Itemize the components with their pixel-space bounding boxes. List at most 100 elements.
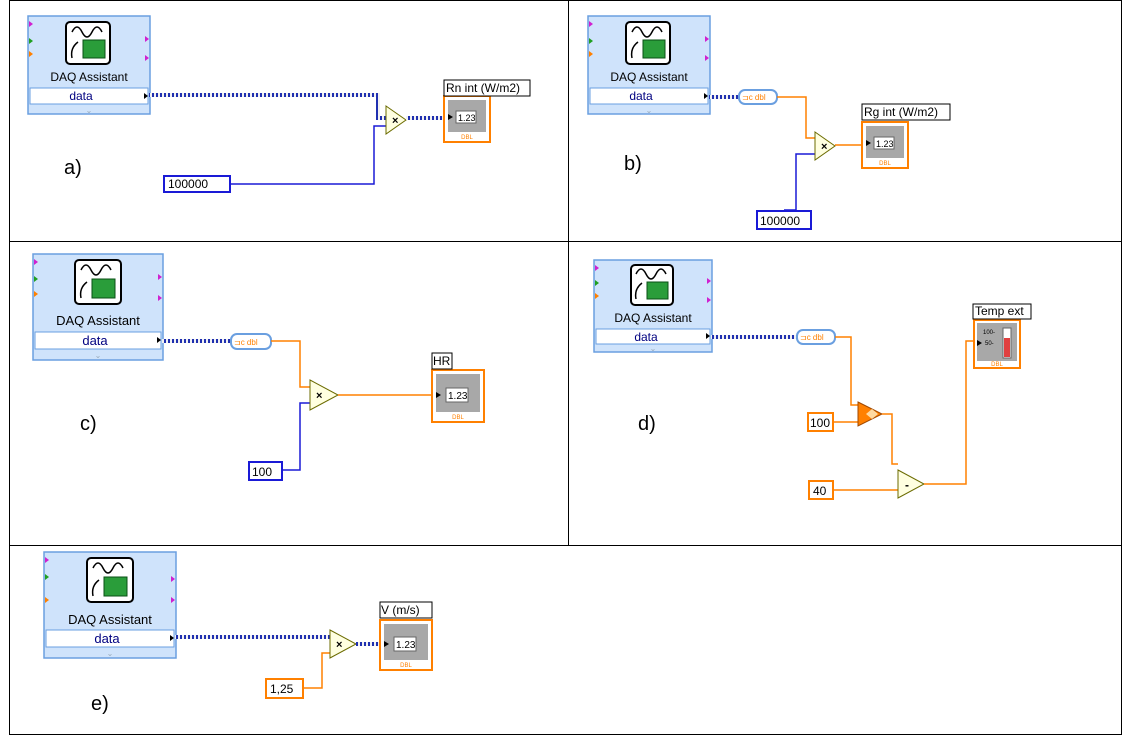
terminal-arrow-green [34, 276, 38, 282]
constant-box[interactable] [808, 480, 834, 500]
svg-text:1.23: 1.23 [396, 640, 416, 651]
indicator-label: V (m/s) [381, 603, 420, 617]
svg-text:1.23: 1.23 [458, 113, 476, 123]
panel-label: d) [638, 413, 656, 435]
svg-text:DBL: DBL [461, 135, 473, 141]
daq-assistant-icon [86, 557, 134, 603]
numeric-indicator[interactable]: 1.23 DBL [379, 619, 433, 671]
constant-box[interactable] [807, 412, 834, 432]
output-wire [924, 340, 976, 485]
svg-text:×: × [316, 390, 322, 402]
daq-assistant-block[interactable]: DAQ Assistant data ⌄ [587, 15, 711, 115]
indicator-label-box [431, 352, 453, 370]
daq-title: DAQ Assistant [614, 311, 692, 325]
terminal-arrow-orange [34, 291, 38, 297]
svg-text:×: × [336, 639, 342, 651]
daq-assistant-icon [74, 259, 122, 305]
constant-box[interactable] [163, 175, 231, 193]
daq-data-output[interactable] [45, 629, 175, 648]
multiply-node[interactable]: × [814, 131, 836, 161]
daq-data-label: data [629, 89, 653, 103]
daq-assistant-icon [625, 21, 671, 65]
indicator-label: Rn int (W/m2) [446, 81, 520, 95]
to-dbl-converter[interactable]: ⊐c dbl [230, 333, 272, 350]
expand-chevron-icon: ⌄ [107, 649, 114, 658]
constant-value: 100000 [168, 177, 208, 191]
terminal-arrow-pink [705, 55, 709, 61]
constant-wire [784, 153, 815, 211]
intermediate-wire [882, 413, 898, 465]
terminal-arrow-green [29, 38, 33, 44]
constant-value: 100000 [760, 214, 800, 228]
terminal-arrow-pink [595, 265, 599, 271]
svg-text:DBL: DBL [400, 663, 412, 669]
svg-text:DBL: DBL [991, 362, 1003, 368]
daq-assistant-block[interactable]: DAQ Assistant data ⌄ [43, 551, 177, 659]
constant-box[interactable] [248, 461, 283, 481]
thermo-tick: 100- [983, 330, 995, 336]
constant-value: 40 [813, 484, 827, 498]
subtract-node[interactable]: - [897, 469, 926, 499]
daq-assistant-block[interactable]: DAQ Assistant data ⌄ [593, 259, 713, 353]
daq-title: DAQ Assistant [68, 612, 152, 627]
daq-data-label: data [634, 330, 658, 344]
to-dbl-converter[interactable]: ⊐c dbl [738, 89, 778, 105]
svg-text:×: × [392, 115, 398, 127]
daq-title: DAQ Assistant [610, 70, 688, 84]
multiply-node[interactable]: × [329, 629, 358, 659]
numeric-indicator[interactable]: 1.23 DBL [861, 121, 909, 169]
daq-data-output[interactable] [34, 331, 162, 350]
indicator-label: HR [433, 354, 451, 368]
daq-assistant-block[interactable]: DAQ Assistant data ⌄ [32, 253, 164, 361]
terminal-arrow-pink [145, 55, 149, 61]
panel-e: DAQ Assistant data ⌄ × 1,25 1.23 DBL V (… [43, 551, 433, 715]
indicator-label-box [379, 601, 433, 619]
terminal-arrow-orange [45, 597, 49, 603]
terminal-arrow-pink [34, 259, 38, 265]
multiply-node[interactable]: × [385, 105, 407, 135]
terminal-arrow-pink [29, 21, 33, 27]
panel-label: b) [624, 153, 642, 175]
svg-text:×: × [821, 141, 827, 153]
dynamic-data-wire [149, 93, 386, 120]
terminal-arrow-pink [158, 274, 162, 280]
numeric-indicator[interactable]: 1.23 DBL [443, 95, 491, 143]
daq-assistant-block[interactable]: DAQ Assistant data ⌄ [27, 15, 151, 115]
daq-data-output[interactable] [595, 328, 711, 345]
daq-data-label: data [82, 333, 108, 348]
terminal-arrow-pink [158, 295, 162, 301]
constant-value: 1,25 [270, 682, 294, 696]
panel-a: DAQ Assistant data ⌄ × 100000 1.23 DBL R… [27, 15, 531, 193]
daq-title: DAQ Assistant [50, 70, 128, 84]
expand-chevron-icon: ⌄ [650, 344, 657, 353]
panel-d: DAQ Assistant data ⌄ ⊐c dbl - 100 40 [593, 259, 1032, 500]
constant-wire [230, 125, 386, 185]
multiply-node[interactable]: × [309, 379, 340, 411]
thermometer-indicator[interactable]: 100- 50- DBL [973, 319, 1021, 369]
terminal-arrow-green [589, 38, 593, 44]
to-dbl-converter[interactable]: ⊐c dbl [796, 329, 836, 345]
constant-wire [303, 652, 330, 689]
constant-box[interactable] [756, 210, 812, 230]
daq-data-label: data [69, 89, 93, 103]
indicator-label-box [443, 79, 531, 97]
constant-box[interactable] [265, 678, 304, 699]
indicator-label-box [861, 103, 951, 121]
svg-text:1.23: 1.23 [448, 391, 468, 402]
terminal-arrow-pink [171, 576, 175, 582]
svg-text:DBL: DBL [879, 161, 891, 167]
scale-by-power-node[interactable] [857, 401, 884, 427]
svg-text:⊐c dbl: ⊐c dbl [234, 338, 258, 347]
output-arrow [170, 635, 174, 641]
numeric-indicator[interactable]: 1.23 DBL [431, 369, 485, 423]
terminal-arrow-pink [45, 557, 49, 563]
terminal-arrow-pink [705, 36, 709, 42]
terminal-arrow-pink [707, 278, 711, 284]
output-arrow [706, 333, 710, 339]
panel-label: c) [80, 413, 97, 435]
daq-assistant-icon [65, 21, 111, 65]
panel-label: a) [64, 157, 82, 179]
output-arrow [157, 337, 161, 343]
svg-text:1.23: 1.23 [876, 139, 894, 149]
